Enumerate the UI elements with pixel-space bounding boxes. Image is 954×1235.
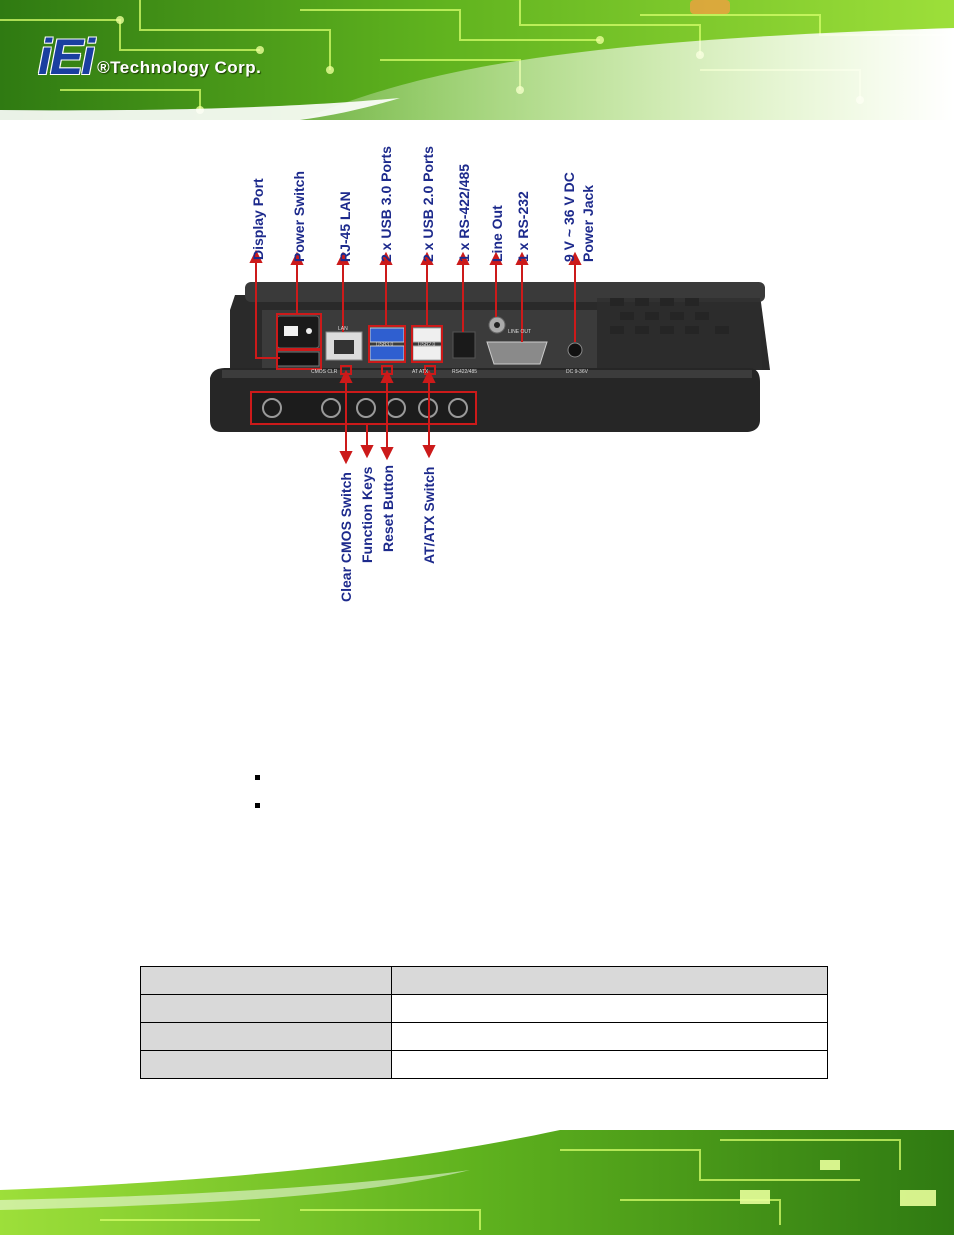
label-rs422-485: 1 x RS-422/485 — [456, 163, 472, 262]
rear-panel-figure: Display Port Power Switch RJ-45 LAN 2 x … — [0, 120, 954, 620]
logo-text: ®Technology Corp. — [97, 58, 262, 77]
marking-dc: DC 9-36V — [566, 369, 589, 375]
label-rs232: 1 x RS-232 — [515, 191, 531, 262]
logo-mark: iEi — [38, 29, 95, 85]
label-power-jack: Power Jack — [580, 184, 596, 262]
table-row — [140, 1022, 828, 1051]
company-logo: iEi ®Technology Corp. — [38, 30, 261, 82]
spec-table — [140, 966, 828, 1079]
table-cell — [140, 994, 392, 1023]
label-usb2-ports: 2 x USB 2.0 Ports — [420, 146, 436, 262]
label-rj45-lan: RJ-45 LAN — [337, 191, 353, 262]
table-header-row — [140, 966, 828, 995]
table-cell — [140, 1022, 392, 1051]
label-display-port: Display Port — [250, 178, 266, 260]
label-at-atx-switch: AT/ATX Switch — [421, 466, 437, 564]
table-row — [140, 1050, 828, 1079]
label-power-switch: Power Switch — [291, 170, 307, 262]
label-dc-range: 9 V ~ 36 V DC — [561, 172, 577, 262]
page-header: iEi ®Technology Corp. — [0, 0, 954, 120]
marking-usb2: USB2.0 — [418, 342, 435, 348]
table-cell — [391, 994, 828, 1023]
bullet-marker — [255, 775, 260, 780]
table-cell — [391, 966, 828, 995]
device-markings: LAN USB3.0 USB2.0 LINE OUT CMOS CLR AT A… — [311, 326, 589, 375]
page-footer — [0, 1130, 954, 1235]
table-cell — [140, 966, 392, 995]
bullet-marker — [255, 803, 260, 808]
label-reset-button: Reset Button — [380, 464, 396, 552]
footer-circuit-banner — [0, 1130, 954, 1235]
marking-line-out: LINE OUT — [508, 329, 531, 335]
table-cell — [391, 1022, 828, 1051]
marking-cmos: CMOS CLR — [311, 369, 338, 375]
marking-lan: LAN — [338, 326, 348, 332]
header-circuit-banner — [0, 0, 954, 120]
label-usb3-ports: 2 x USB 3.0 Ports — [378, 146, 394, 262]
table-row — [140, 994, 828, 1023]
label-clear-cmos-switch: Clear CMOS Switch — [338, 472, 354, 602]
label-line-out: Line Out — [489, 205, 505, 262]
marking-at-atx: AT ATX — [412, 369, 429, 375]
table-cell — [140, 1050, 392, 1079]
label-function-keys: Function Keys — [359, 466, 375, 563]
marking-rs422: RS422/485 — [452, 369, 477, 375]
table-cell — [391, 1050, 828, 1079]
marking-usb3: USB3.0 — [376, 342, 393, 348]
device-illustration — [210, 249, 770, 465]
